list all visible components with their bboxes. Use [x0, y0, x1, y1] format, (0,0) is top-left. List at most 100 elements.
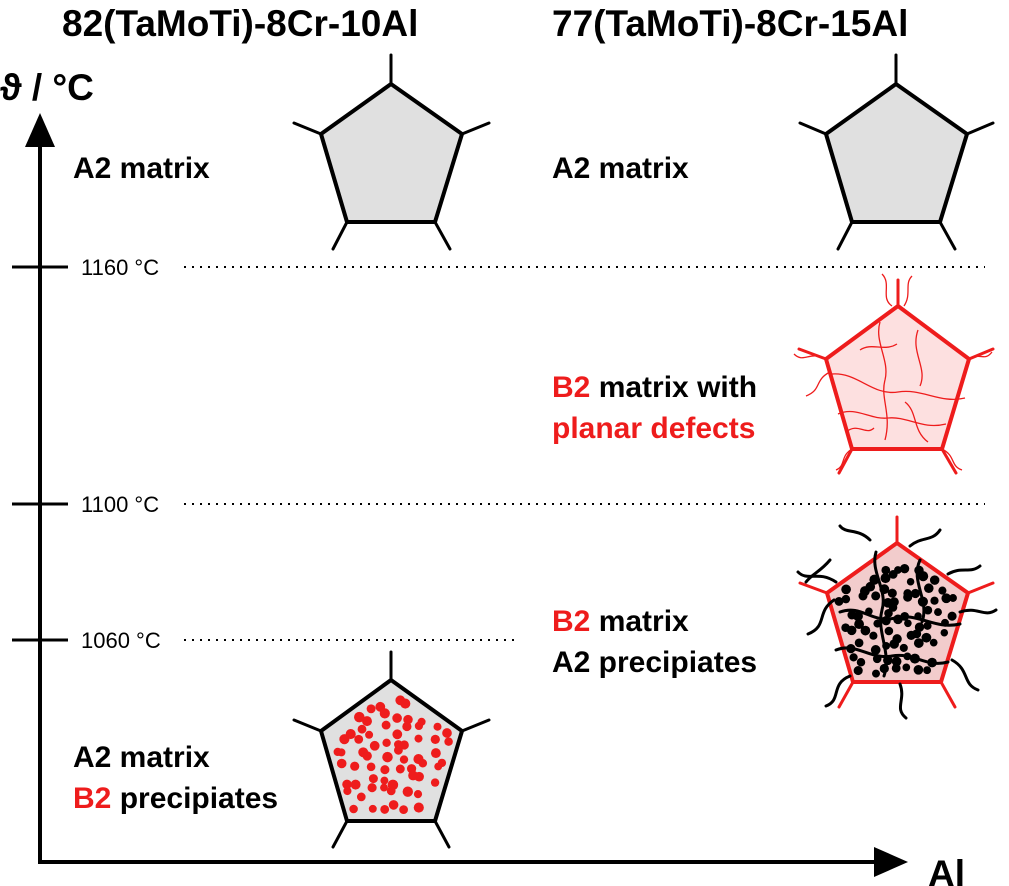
precipitate-dot [871, 591, 881, 601]
precipitate-dot [841, 594, 851, 604]
precipitate-dot [947, 611, 957, 621]
label-matrix-with: matrix with [590, 371, 757, 404]
label-b2-red: B2 [73, 782, 111, 815]
label-left-bottom-a2-matrix: A2 matrix [73, 741, 210, 774]
label-left-bottom-line2: B2 precipiates [73, 782, 278, 815]
label-planar-defects: planar defects [552, 412, 755, 445]
tick-label-1060: 1060 °C [81, 628, 161, 653]
precipitate-dot [414, 721, 424, 731]
precipitate-dot [872, 669, 880, 678]
precipitate-dot [853, 666, 863, 676]
precipitate-dot [841, 584, 851, 595]
precipitate-dot [853, 611, 863, 622]
grain-left-bottom-a2-b2-precipitates [292, 650, 491, 849]
precipitate-dot [350, 761, 360, 771]
precipitate-dot [414, 734, 423, 743]
precipitate-dot [433, 722, 442, 731]
precipitate-dot [350, 779, 361, 790]
precipitate-dot [834, 596, 844, 606]
y-axis-label: ϑ / °C [0, 67, 94, 108]
precipitate-dot [869, 631, 878, 640]
precipitate-dot [354, 711, 365, 723]
label-right-lower-line1: B2 matrix [552, 605, 689, 638]
precipitate-dot [891, 663, 901, 673]
precipitate-dot [368, 774, 378, 784]
label-a2-precipiates: A2 precipiates [552, 646, 757, 679]
precipitate-dot [444, 737, 453, 746]
precipitate-dot [342, 779, 352, 790]
precipitate-dot [891, 656, 902, 667]
precipitate-dot [381, 720, 391, 730]
precipitate-dot [336, 758, 347, 769]
title-right-alloy: 77(TaMoTi)-8Cr-15Al [552, 3, 908, 44]
precipitate-dot [858, 591, 868, 601]
y-axis-arrowhead [25, 113, 55, 147]
precipitate-dot [913, 638, 924, 648]
temperature-1160: 1160 °C [12, 255, 985, 280]
precipitate-dot [380, 804, 390, 814]
precipitate-dot [368, 804, 377, 813]
title-left-alloy: 82(TaMoTi)-8Cr-10Al [62, 3, 418, 44]
precipitate-dot [403, 714, 413, 725]
precipitate-dot [924, 583, 934, 593]
precipitate-dot [339, 734, 350, 745]
grain-right-lower-b2-a2-precipitates [796, 515, 998, 720]
precipitate-dot [402, 721, 412, 732]
label-right-middle-line1: B2 matrix with [552, 371, 757, 404]
precipitate-dot [854, 638, 864, 648]
precipitate-dot [349, 804, 358, 814]
precipitate-dot [365, 730, 374, 739]
precipitate-dot [413, 802, 424, 813]
precipitate-dot [430, 748, 441, 759]
label-precipiates: precipiates [111, 782, 278, 815]
precipitate-dot [888, 603, 898, 612]
precipitate-dot [889, 639, 899, 649]
precipitate-dot [343, 786, 352, 796]
temperature-1100: 1100 °C [12, 492, 985, 517]
precipitate-dot [849, 653, 858, 662]
x-axis-arrowhead [874, 847, 908, 877]
precipitate-dot [395, 764, 405, 774]
precipitate-dot [910, 588, 920, 599]
precipitate-dot [904, 619, 912, 628]
precipitate-dot [912, 629, 922, 639]
label-b2-red: B2 [552, 371, 590, 404]
precipitate-dot [382, 738, 391, 748]
b2-precipitate-dots [333, 695, 453, 814]
precipitate-dot [923, 621, 932, 630]
precipitate-dot [382, 751, 393, 763]
precipitate-dot [362, 716, 372, 727]
precipitate-dot [913, 664, 924, 675]
precipitate-dot [929, 638, 938, 647]
precipitate-dot [337, 748, 346, 757]
precipitate-dot [430, 734, 440, 745]
label-matrix: matrix [590, 605, 689, 638]
precipitate-dot [418, 758, 428, 768]
precipitate-dot [854, 619, 865, 630]
precipitate-dot [881, 565, 891, 575]
precipitate-dot [399, 805, 408, 814]
precipitate-dot [413, 790, 423, 799]
precipitate-dot [865, 581, 876, 592]
label-left-top-a2-matrix: A2 matrix [73, 152, 210, 185]
precipitate-dot [923, 666, 932, 675]
precipitate-dot [887, 588, 897, 598]
precipitate-dot [400, 698, 411, 709]
tick-label-1160: 1160 °C [81, 255, 159, 280]
precipitate-dot [392, 713, 402, 723]
precipitate-dot [366, 762, 376, 772]
precipitate-dot [367, 783, 377, 793]
a2-precipitate-dots [834, 564, 957, 678]
precipitate-dot [884, 626, 894, 636]
grain-right-top-a2 [798, 53, 995, 251]
precipitate-dot [366, 704, 376, 714]
precipitate-dot [354, 734, 364, 744]
precipitate-dot [356, 792, 366, 802]
precipitate-dot [923, 605, 933, 615]
precipitate-dot [934, 608, 942, 617]
temperature-1060: 1060 °C [12, 628, 515, 653]
precipitate-dot [430, 778, 440, 787]
precipitate-dot [399, 755, 409, 764]
precipitate-dot [380, 783, 388, 792]
precipitate-dot [899, 643, 908, 652]
